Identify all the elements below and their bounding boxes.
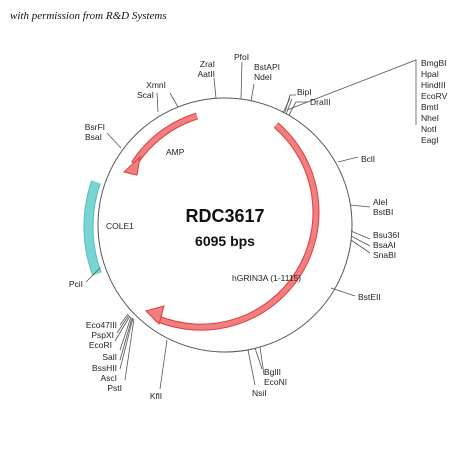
site-snabi: SnaBI: [373, 250, 396, 260]
site-econi: EcoNI: [264, 377, 287, 387]
credit-text: with permission from R&D Systems: [10, 10, 167, 22]
site-bsshii: BssHII: [92, 363, 117, 373]
site-bsai: BsaI: [85, 132, 102, 142]
amp-arrowhead: [122, 155, 141, 176]
site-ecorv: EcoRV: [421, 91, 448, 101]
site-bglii: BglII: [264, 367, 281, 377]
site-eagi: EagI: [421, 135, 439, 145]
plasmid-size: 6095 bps: [195, 233, 255, 249]
site-ecori: EcoRI: [89, 340, 112, 350]
site-pfoi: PfoI: [234, 52, 249, 62]
site-nhei: NheI: [421, 113, 439, 123]
insert-arrowhead: [145, 305, 165, 325]
site-scai: ScaI: [137, 90, 154, 100]
site-zrai: ZraI: [200, 59, 215, 69]
site-bstapi: BstAPI: [254, 62, 280, 72]
site-noti: NotI: [421, 124, 437, 134]
site-ndei: NdeI: [254, 72, 272, 82]
site-bipi: BipI: [297, 87, 312, 97]
site-bstbi: BstBI: [373, 207, 393, 217]
site-hpai: HpaI: [421, 69, 439, 79]
site-bsrfi: BsrFI: [85, 122, 105, 132]
site-pspxi: PspXI: [91, 330, 114, 340]
site-sali: SalI: [102, 352, 117, 362]
site-kfli: KflI: [150, 391, 162, 401]
site-bmgbi: BmgBI: [421, 58, 447, 68]
plasmid-backbone: [97, 97, 353, 353]
site-eco47iii: Eco47III: [86, 320, 117, 330]
site-draiii: DraIII: [310, 97, 331, 107]
site-bsteii: BstEII: [358, 292, 381, 302]
insert-label: hGRIN3A (1-1115): [232, 273, 301, 283]
site-bmti: BmtI: [421, 102, 438, 112]
site-psti: PstI: [107, 383, 122, 393]
plasmid-name: RDC3617: [185, 206, 264, 226]
site-bsu36i: Bsu36I: [373, 230, 399, 240]
site-alei: AleI: [373, 197, 388, 207]
site-asci: AscI: [100, 373, 117, 383]
site-xmni: XmnI: [146, 80, 166, 90]
site-nsii: NsiI: [252, 388, 267, 398]
site-ticks: [85, 59, 417, 390]
cole1-label: COLE1: [106, 221, 134, 231]
amp-label: AMP: [166, 147, 185, 157]
site-aatii: AatII: [198, 69, 215, 79]
site-pcii: PciI: [69, 279, 83, 289]
site-bsaai: BsaAI: [373, 240, 396, 250]
site-hindiii: HindIII: [421, 80, 446, 90]
site-bcli: BclI: [361, 154, 375, 164]
